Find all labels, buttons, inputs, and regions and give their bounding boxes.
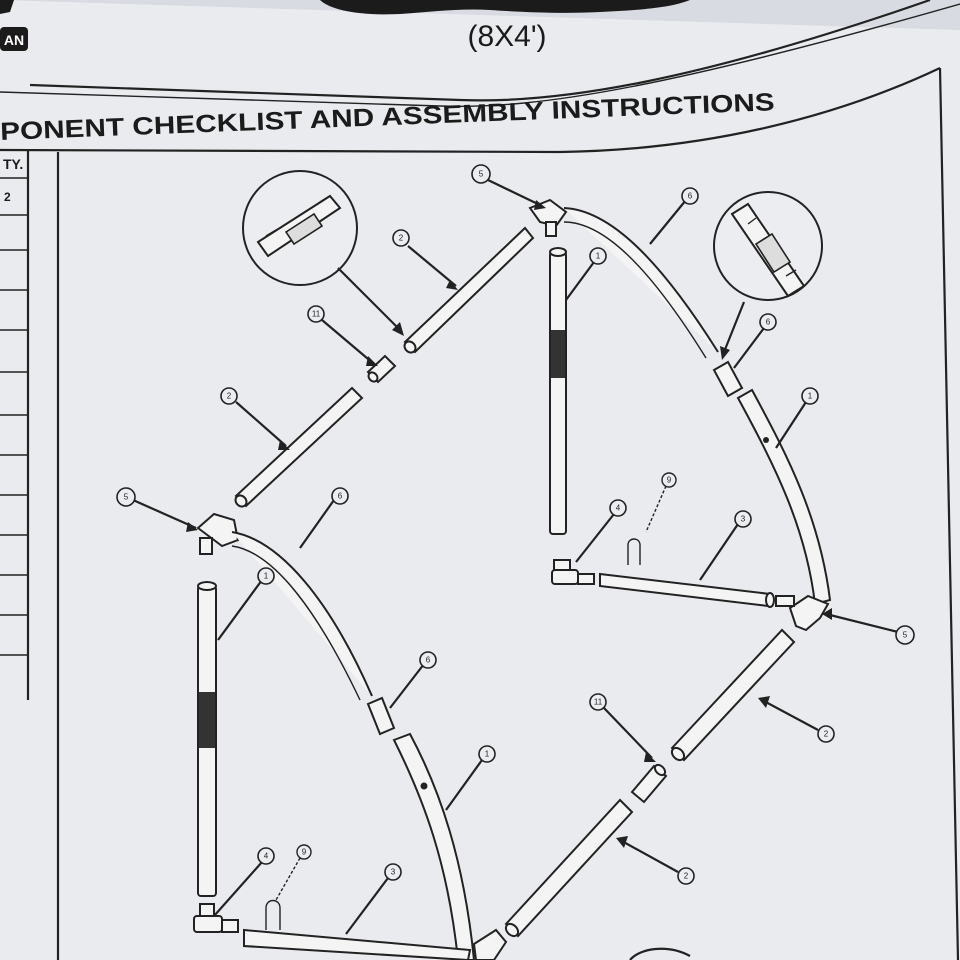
svg-text:6: 6 bbox=[426, 656, 431, 665]
callout-17: 6 bbox=[389, 651, 437, 709]
callout-5: 11 bbox=[307, 305, 378, 366]
detail-circle-right bbox=[713, 191, 823, 360]
svg-text:1: 1 bbox=[596, 252, 601, 261]
cropped-letter bbox=[0, 0, 14, 14]
tube-2-lower-right bbox=[670, 628, 796, 762]
elbow-4-left bbox=[193, 903, 239, 933]
svg-text:5: 5 bbox=[124, 493, 129, 502]
arc-6-top-right-b bbox=[563, 221, 707, 359]
paper-shadow bbox=[0, 0, 960, 30]
svg-text:2: 2 bbox=[824, 730, 829, 739]
svg-text:11: 11 bbox=[312, 310, 321, 319]
svg-text:4: 4 bbox=[616, 504, 621, 513]
tube-1-lower bbox=[392, 732, 476, 960]
svg-text:3: 3 bbox=[741, 515, 746, 524]
svg-text:3: 3 bbox=[391, 868, 396, 877]
svg-text:6: 6 bbox=[688, 192, 693, 201]
svg-text:2: 2 bbox=[227, 392, 232, 401]
tube-3-center bbox=[599, 572, 775, 608]
u-clip-9-center bbox=[627, 538, 641, 565]
connector-11-lower bbox=[630, 763, 668, 804]
panel-top-border bbox=[0, 67, 941, 154]
callout-14: 4 bbox=[575, 499, 627, 563]
sleeve-6-right bbox=[712, 360, 744, 398]
corner-5-left bbox=[196, 512, 240, 555]
callout-23: 2 bbox=[616, 836, 695, 885]
pole-1-left bbox=[197, 581, 217, 897]
svg-text:1: 1 bbox=[264, 572, 269, 581]
svg-text:2: 2 bbox=[399, 234, 404, 243]
panel-right-border bbox=[938, 67, 960, 960]
callout-19: 4 bbox=[213, 847, 275, 917]
qty-value: 2 bbox=[4, 190, 11, 204]
tube-2-bottom-right bbox=[504, 798, 634, 938]
callout-10: 1 bbox=[775, 387, 819, 449]
callout-16: 2 bbox=[758, 696, 835, 743]
svg-text:1: 1 bbox=[485, 750, 490, 759]
qty-table-rows bbox=[0, 177, 28, 656]
callout-3: 2 bbox=[392, 229, 458, 290]
detail-circle-left bbox=[242, 170, 404, 336]
u-clip-9-left bbox=[265, 899, 281, 930]
corner-5-bottom bbox=[472, 928, 508, 960]
svg-text:6: 6 bbox=[338, 492, 343, 501]
tube-3-bottom bbox=[243, 928, 472, 960]
svg-text:2: 2 bbox=[684, 872, 689, 881]
brand-badge-text: AN bbox=[4, 32, 24, 48]
callout-15: 5 bbox=[822, 608, 915, 645]
callout-7: 2 bbox=[220, 387, 290, 450]
callout-11: 1 bbox=[217, 567, 275, 641]
corner-5-right bbox=[775, 594, 830, 632]
callout-21: 3 bbox=[345, 863, 402, 935]
svg-text:6: 6 bbox=[766, 318, 771, 327]
callout-12: 3 bbox=[699, 510, 752, 581]
svg-text:9: 9 bbox=[667, 476, 672, 485]
qty-header: TY. bbox=[3, 156, 23, 172]
header-band-top-line bbox=[29, 0, 931, 102]
size-label: (8X4') bbox=[467, 20, 546, 53]
tube-2-left bbox=[234, 386, 364, 508]
callout-2: 6 bbox=[649, 187, 699, 245]
svg-text:1: 1 bbox=[808, 392, 813, 401]
callout-8: 5 bbox=[116, 487, 198, 532]
svg-text:9: 9 bbox=[302, 848, 307, 857]
callout-20: 9 bbox=[275, 844, 312, 901]
brand-badge bbox=[0, 27, 28, 51]
svg-text:11: 11 bbox=[594, 698, 603, 707]
callout-4: 1 bbox=[565, 247, 607, 301]
cropped-headline bbox=[320, 0, 690, 15]
header-band-top-line-2 bbox=[0, 3, 960, 108]
sleeve-6-lower bbox=[366, 696, 396, 736]
callout-22: 11 bbox=[589, 693, 656, 762]
arc-6-top-right-a bbox=[563, 207, 719, 353]
pole-1-center bbox=[549, 247, 567, 535]
cropped-circle-bottom bbox=[629, 947, 691, 960]
svg-text:5: 5 bbox=[479, 170, 484, 179]
callout-1: 5 bbox=[471, 164, 546, 210]
callout-9: 6 bbox=[299, 487, 349, 549]
callout-13: 9 bbox=[645, 472, 677, 533]
connector-11-upper bbox=[366, 354, 397, 384]
tube-2-upper-left bbox=[403, 226, 535, 354]
elbow-4-center bbox=[551, 559, 595, 585]
svg-text:5: 5 bbox=[903, 631, 908, 640]
svg-text:4: 4 bbox=[264, 852, 269, 861]
callout-18: 1 bbox=[445, 745, 496, 811]
callout-6: 6 bbox=[733, 313, 777, 369]
arc-6-left-b bbox=[231, 545, 361, 701]
